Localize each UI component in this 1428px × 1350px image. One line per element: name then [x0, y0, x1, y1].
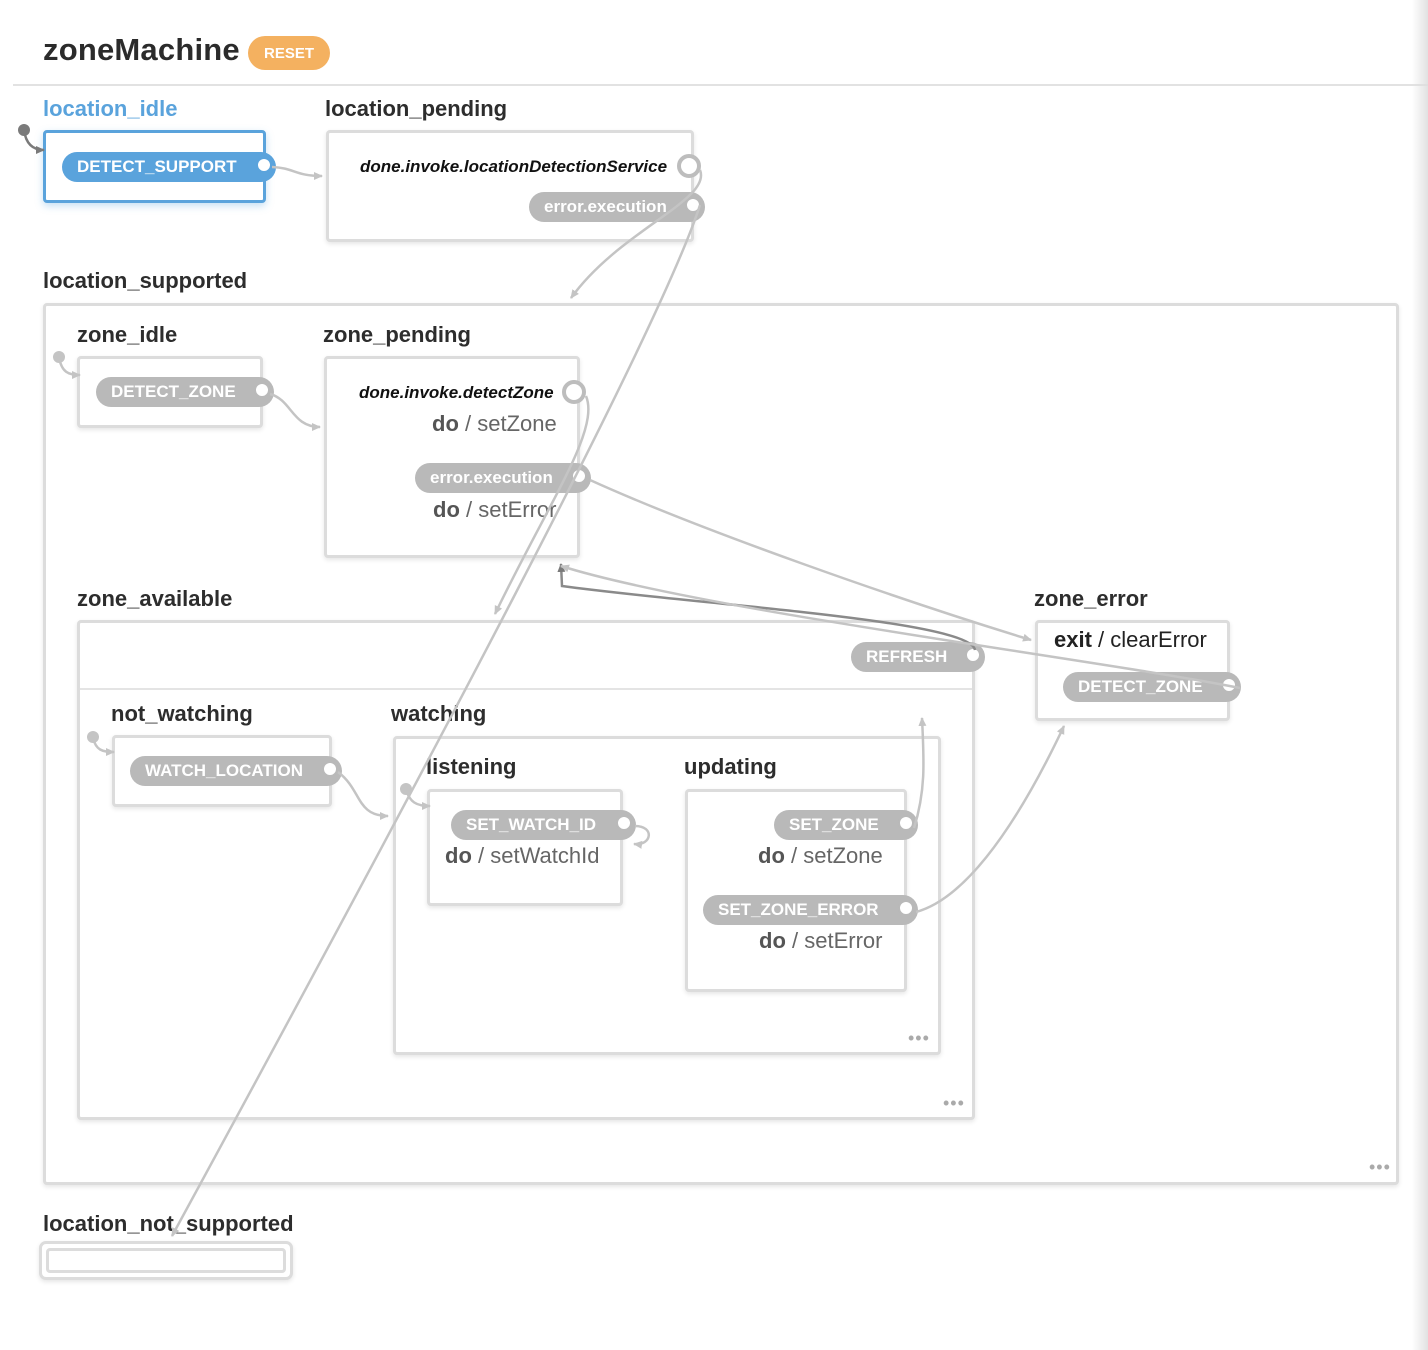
edge-zone-done: [493, 395, 590, 615]
action-name: clearError: [1110, 627, 1207, 652]
transition-handle-icon: [322, 761, 338, 777]
transition-handle-icon: [677, 154, 701, 178]
reset-button[interactable]: RESET: [248, 36, 330, 70]
event-label: error.execution: [430, 468, 553, 487]
more-icon[interactable]: •••: [1369, 1157, 1391, 1177]
edge-set-zone-error: [915, 725, 1066, 914]
edge-detect-support: [271, 165, 323, 180]
action-name: setZone: [803, 843, 883, 868]
action-keyword: do: [432, 411, 459, 436]
section-divider: [80, 688, 972, 690]
initial-dot-not-watching: [87, 731, 99, 743]
event-label: SET_ZONE: [789, 815, 879, 834]
more-icon[interactable]: •••: [908, 1028, 930, 1048]
action-set-watch-id: do / setWatchId: [445, 843, 600, 868]
edge-watch-location: [337, 771, 389, 820]
event-detect-support[interactable]: DETECT_SUPPORT: [62, 152, 276, 182]
initial-dot-location-idle: [18, 124, 30, 136]
action-name: setWatchId: [490, 843, 600, 868]
event-set-watch-id[interactable]: SET_WATCH_ID: [451, 810, 636, 840]
transition-handle-icon: [562, 380, 586, 404]
header-divider: [13, 84, 1428, 86]
edge-refresh: [557, 563, 977, 651]
state-label-location-pending: location_pending: [325, 96, 508, 121]
event-detect-zone[interactable]: DETECT_ZONE: [96, 377, 274, 407]
state-label-listening: listening: [426, 754, 517, 779]
event-watch-location[interactable]: WATCH_LOCATION: [130, 756, 342, 786]
event-set-zone[interactable]: SET_ZONE: [774, 810, 918, 840]
action-clear-error: exit / clearError: [1054, 627, 1207, 652]
state-label-location-idle: location_idle: [43, 96, 178, 121]
edge-set-zone: [912, 717, 927, 829]
state-label-zone-error: zone_error: [1034, 586, 1148, 611]
action-set-zone-updating: do / setZone: [758, 843, 883, 868]
state-listening[interactable]: [427, 789, 623, 906]
action-keyword: do: [433, 497, 460, 522]
state-location-not-supported[interactable]: [39, 1241, 293, 1280]
state-location-pending[interactable]: [326, 130, 694, 242]
event-label: REFRESH: [866, 647, 948, 666]
event-set-zone-error[interactable]: SET_ZONE_ERROR: [703, 895, 918, 925]
state-label-zone-pending: zone_pending: [323, 322, 471, 347]
state-label-location-not-supported: location_not_supported: [43, 1211, 294, 1236]
event-refresh[interactable]: REFRESH: [851, 642, 985, 672]
action-keyword: exit: [1054, 627, 1092, 652]
transition-handle-icon: [898, 900, 914, 916]
transition-handle-icon: [898, 815, 914, 831]
action-keyword: do: [445, 843, 472, 868]
state-label-updating: updating: [684, 754, 777, 779]
event-label: done.invoke.detectZone: [359, 383, 554, 402]
state-zone-pending[interactable]: [324, 356, 580, 558]
state-label-zone-available: zone_available: [77, 586, 233, 611]
action-name: setError: [804, 928, 883, 953]
state-label-zone-idle: zone_idle: [77, 322, 178, 347]
transition-handle-icon: [254, 382, 270, 398]
edge-detect-zone: [269, 392, 321, 431]
event-label: WATCH_LOCATION: [145, 761, 304, 780]
event-done-invoke-detect-zone[interactable]: done.invoke.detectZone: [344, 378, 586, 408]
action-set-zone: do / setZone: [432, 411, 557, 436]
event-error-execution-zone[interactable]: error.execution: [415, 463, 591, 493]
state-label-location-supported: location_supported: [43, 268, 248, 293]
machine-title: zoneMachine: [43, 32, 240, 67]
initial-dot-listening: [400, 783, 412, 795]
event-label: DETECT_ZONE: [111, 382, 236, 401]
action-set-error-updating: do / setError: [759, 928, 883, 953]
action-name: setZone: [477, 411, 557, 436]
event-label: error.execution: [544, 197, 667, 216]
event-label: SET_WATCH_ID: [466, 815, 597, 834]
action-keyword: do: [758, 843, 785, 868]
initial-dot-zone-idle: [53, 351, 65, 363]
event-label: done.invoke.locationDetectionService: [360, 157, 668, 176]
scroll-edge-shadow: [1412, 0, 1428, 1350]
event-done-invoke-location-detection[interactable]: done.invoke.locationDetectionService: [345, 152, 701, 182]
state-label-watching: watching: [391, 701, 487, 726]
edge-location-error: [170, 204, 702, 1237]
edge-zone-error-detect: [560, 564, 1241, 690]
edge-zone-error: [589, 478, 1032, 642]
event-label: SET_ZONE_ERROR: [718, 900, 879, 919]
final-state-inner: [46, 1248, 286, 1273]
transition-handle-icon: [616, 815, 632, 831]
edge-location-done: [569, 169, 703, 299]
edge-set-watch-id: [633, 824, 650, 849]
action-keyword: do: [759, 928, 786, 953]
event-label: DETECT_SUPPORT: [77, 157, 237, 176]
transition-handle-icon: [256, 157, 272, 173]
more-icon[interactable]: •••: [943, 1093, 965, 1113]
state-label-not-watching: not_watching: [111, 701, 253, 726]
event-label: DETECT_ZONE: [1078, 677, 1203, 696]
